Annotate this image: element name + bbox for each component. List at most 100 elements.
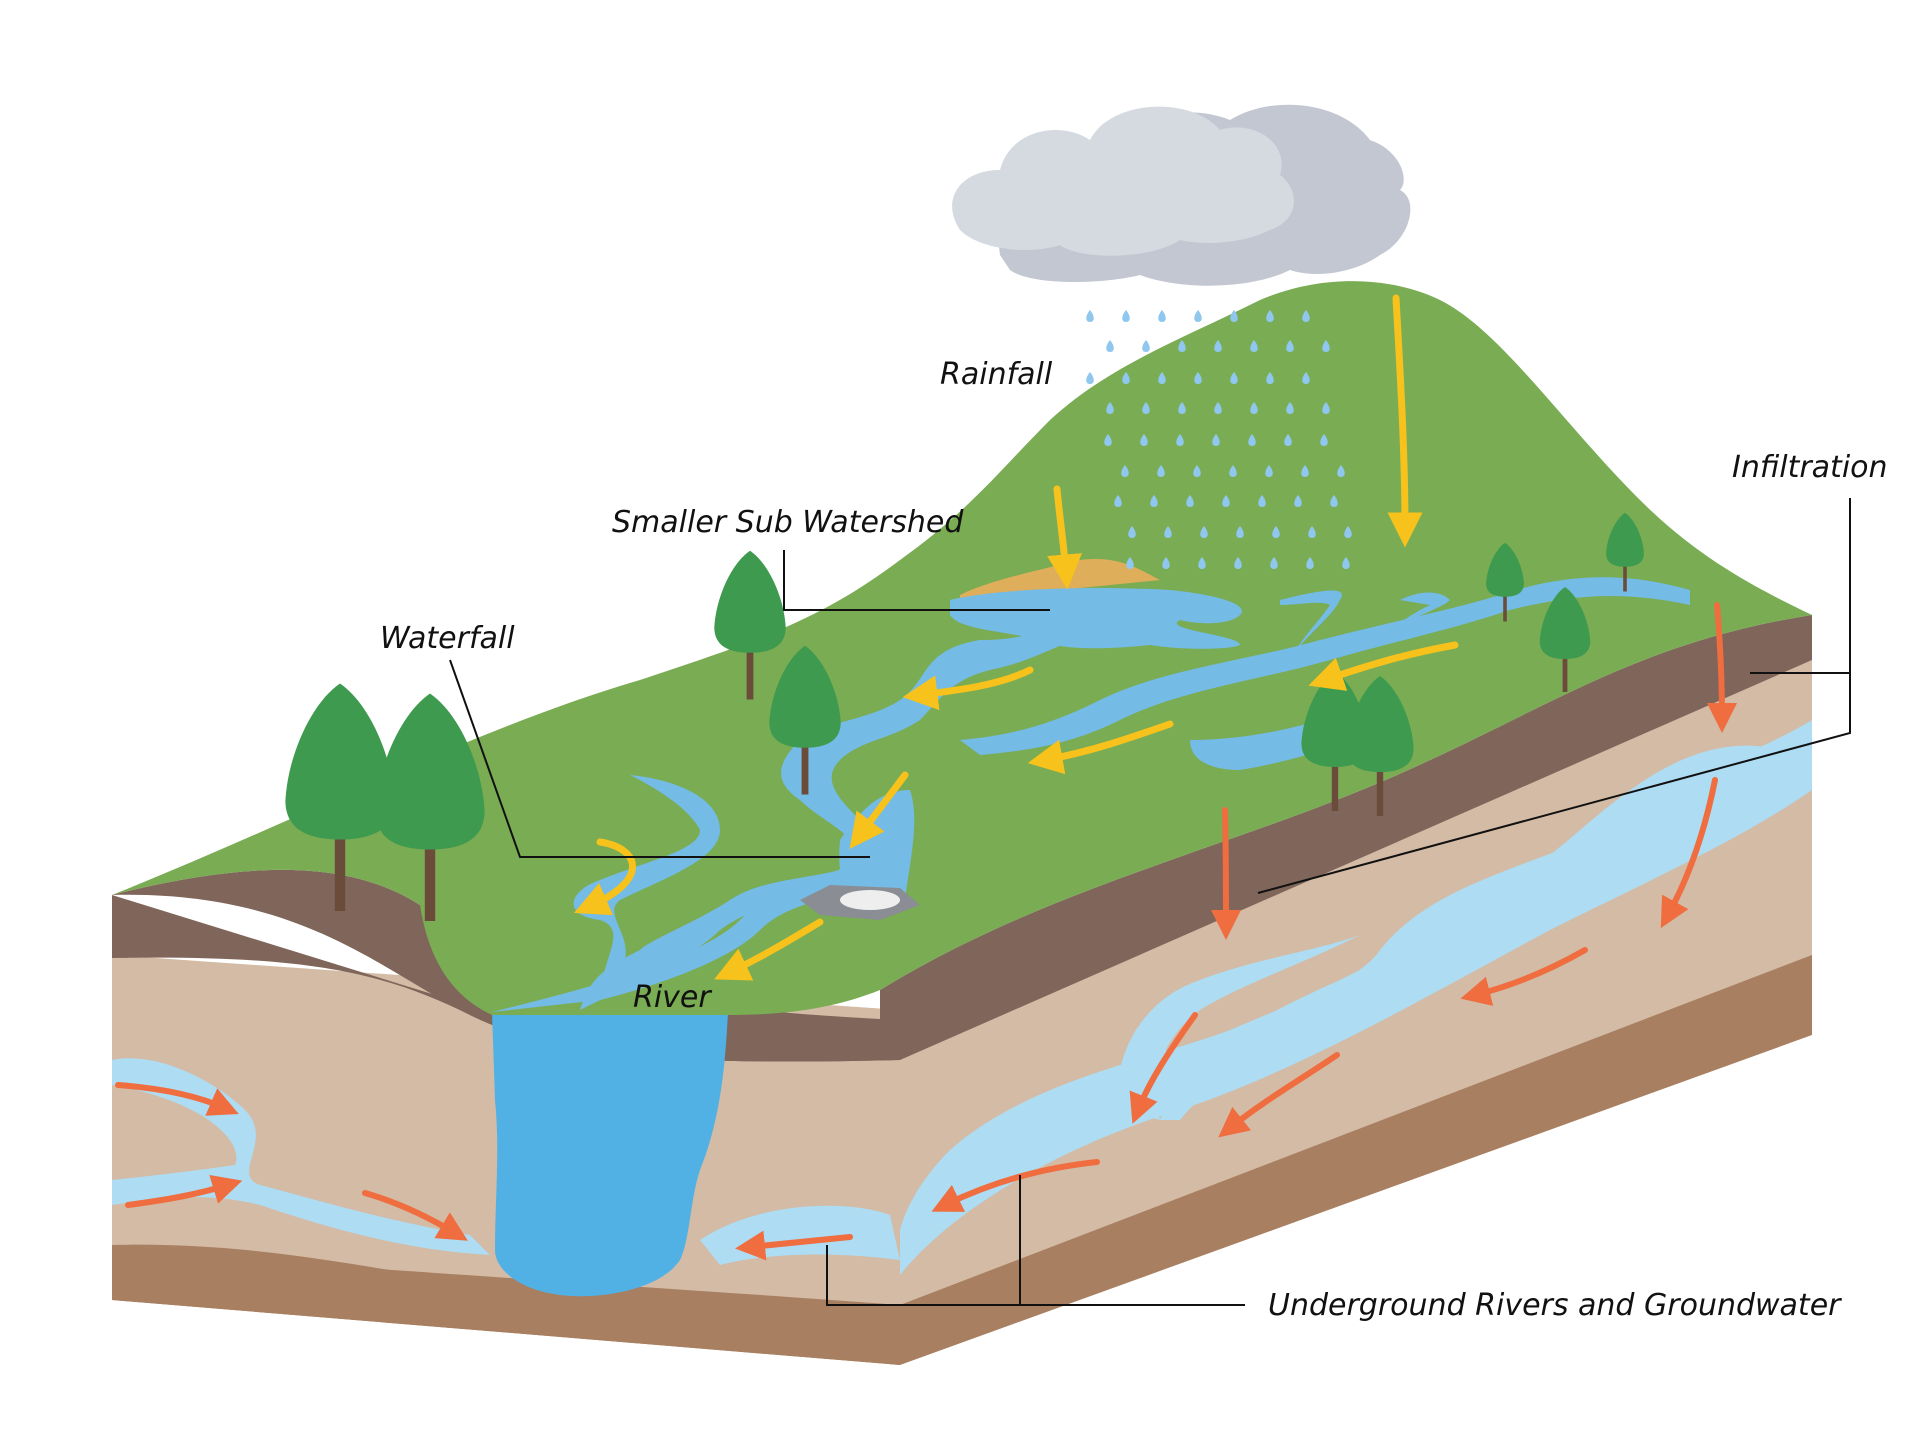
leader-lines [449, 498, 1851, 1306]
yellow-arrow-icon [849, 771, 909, 849]
raindrop-icon [1222, 495, 1230, 507]
raindrop-icon [1266, 310, 1274, 322]
raindrop-icon [1176, 434, 1184, 446]
raindrop-icon [1193, 465, 1201, 477]
raindrop-icon [1342, 557, 1350, 569]
orange-arrow-icon [1660, 777, 1718, 929]
raindrop-icon [1194, 310, 1202, 322]
orange-arrow-icon [1706, 602, 1737, 733]
raindrop-icon [1301, 465, 1309, 477]
orange-arrow-icon [362, 1190, 468, 1241]
yellow-arrow-icon [1308, 641, 1459, 691]
label-underground: Underground Rivers and Groundwater [1268, 1288, 1842, 1323]
raindrop-icon [1214, 402, 1222, 414]
raindrop-icon [1121, 465, 1129, 477]
raindrop-icon [1086, 372, 1094, 384]
raindrop-icon [1322, 340, 1330, 352]
raindrop-icon [1286, 402, 1294, 414]
raindrop-icon [1320, 434, 1328, 446]
river-upper-right [960, 577, 1690, 755]
raindrop-icon [1200, 526, 1208, 538]
orange-arrow-icon [1129, 1012, 1198, 1124]
yellow-arrow-icon [902, 666, 1034, 711]
cloud-icon [952, 104, 1411, 286]
labels: Rainfall Infiltration Smaller Sub Waters… [380, 357, 1888, 1323]
raindrop-icon [1265, 465, 1273, 477]
infiltration-leader-2 [1257, 673, 1851, 894]
raindrop-icon [1294, 495, 1302, 507]
orange-arrow-icon [931, 1159, 1100, 1212]
river-thin-1 [1280, 590, 1342, 660]
orange-arrow-icon [115, 1082, 239, 1116]
label-river: River [633, 980, 712, 1015]
raindrop-icon [1236, 526, 1244, 538]
raindrop-icon [1198, 557, 1206, 569]
raindrop-icon [1150, 495, 1158, 507]
raindrop-icon [1104, 434, 1112, 446]
orange-arrow-icon [1218, 1052, 1340, 1138]
orange-arrow-icon [125, 1174, 243, 1208]
waterfall-leader [449, 659, 870, 858]
underground-leader [826, 1175, 1245, 1306]
raindrop-icon [1272, 526, 1280, 538]
raindrop-icon [1086, 310, 1094, 322]
raindrop-icon [1284, 434, 1292, 446]
raindrop-icon [1306, 557, 1314, 569]
raindrop-icon [1234, 557, 1242, 569]
ground-flow-arrows [115, 602, 1737, 1261]
raindrop-icon [1337, 465, 1345, 477]
surface-flow-arrows [573, 294, 1459, 981]
raindrop-icon [1122, 310, 1130, 322]
raindrop-icon [1286, 340, 1294, 352]
raindrop-icon [1140, 434, 1148, 446]
raindrop-icon-group [1086, 310, 1352, 569]
raindrop-icon [1302, 372, 1310, 384]
lake [492, 1012, 728, 1297]
label-infiltration: Infiltration [1732, 450, 1888, 485]
raindrop-icon [1106, 402, 1114, 414]
yellow-arrow-icon [573, 838, 636, 916]
orange-arrow-icon [735, 1230, 853, 1261]
yellow-arrow-icon [1387, 294, 1423, 548]
label-rainfall: Rainfall [940, 357, 1053, 392]
raindrop-icon [1158, 372, 1166, 384]
raindrop-icon [1302, 310, 1310, 322]
raindrop-icon [1142, 402, 1150, 414]
raindrop-icon [1128, 526, 1136, 538]
raindrop-icon [1157, 465, 1165, 477]
yellow-arrow-icon [1047, 485, 1082, 590]
raindrop-icon [1178, 402, 1186, 414]
orange-arrow-icon [1210, 807, 1241, 940]
raindrop-icon [1194, 372, 1202, 384]
raindrop-icon [1186, 495, 1194, 507]
raindrop-icon [1122, 372, 1130, 384]
deep-soil-layer [112, 950, 1812, 1365]
sub-watershed-lake [950, 588, 1242, 649]
raindrop-icon [1270, 557, 1278, 569]
raindrop-icon [1214, 340, 1222, 352]
raindrop-icon [1114, 495, 1122, 507]
sub-watershed-leader [783, 550, 1050, 611]
groundwater-right-channel [1160, 745, 1812, 1120]
raindrop-icon [1126, 557, 1134, 569]
raindrop-icon [1250, 402, 1258, 414]
label-waterfall: Waterfall [380, 621, 515, 656]
raindrop-icon [1322, 402, 1330, 414]
yellow-arrow-icon [1027, 720, 1174, 775]
raindrop-icon [1229, 465, 1237, 477]
raindrop-icon [1230, 310, 1238, 322]
raindrop-icon [1142, 340, 1150, 352]
raindrop-icon [1230, 372, 1238, 384]
raindrop-icon [1158, 310, 1166, 322]
raindrop-icon [1164, 526, 1172, 538]
dark-soil-right-base [880, 615, 1812, 1060]
yellow-arrow-icon [714, 918, 824, 981]
groundwater-main-channel [900, 760, 1812, 1275]
raindrop-icon [1330, 495, 1338, 507]
waterfall-foam [840, 890, 900, 910]
river-thin-2 [1380, 592, 1450, 640]
orange-arrow-icon [1460, 947, 1588, 1006]
deep-soil-wave [112, 1244, 900, 1365]
raindrop-icon [1308, 526, 1316, 538]
